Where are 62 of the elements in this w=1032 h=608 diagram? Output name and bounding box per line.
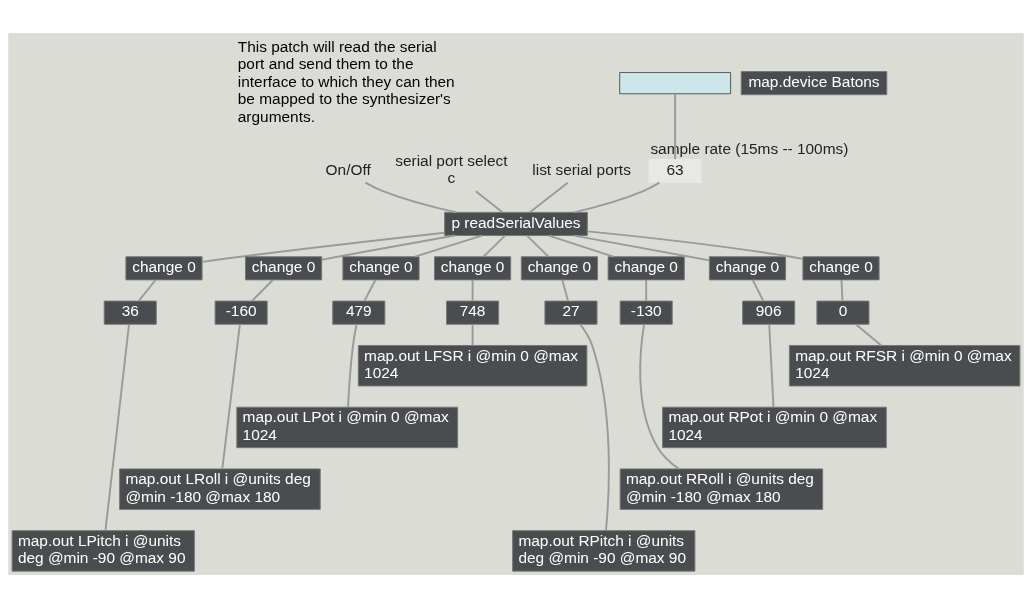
- connector: [572, 181, 661, 214]
- node-text: list serial ports: [532, 160, 631, 178]
- node-box: change 0: [245, 256, 323, 281]
- node-box: 748: [446, 300, 500, 325]
- node-box: map.out LPot i @min 0 @max 1024: [236, 406, 459, 449]
- node-box: change 0: [520, 256, 598, 281]
- connector: [840, 279, 844, 302]
- node-box: p readSerialValues: [444, 211, 588, 236]
- connector: [471, 323, 474, 347]
- connector: [528, 181, 569, 214]
- node-box: map.out RPot i @min 0 @max 1024: [662, 406, 887, 449]
- connector: [586, 230, 804, 260]
- node-box: 36: [103, 300, 157, 325]
- connector: [855, 323, 883, 347]
- connector: [347, 323, 358, 409]
- connector: [751, 279, 765, 302]
- connector: [137, 279, 157, 302]
- node-box: 63: [648, 158, 702, 183]
- connector: [639, 323, 680, 470]
- connector: [482, 234, 506, 258]
- node-box: map.out RFSR i @min 0 @max 1024: [788, 345, 1021, 387]
- connector: [474, 190, 504, 214]
- node-label: sample rate (15ms -- 100ms): [650, 140, 849, 158]
- node-box: change 0: [434, 256, 512, 281]
- connector: [364, 181, 458, 214]
- connector: [320, 234, 456, 261]
- node-box: change 0: [708, 256, 787, 281]
- connector: [471, 279, 474, 302]
- node-box: -160: [214, 300, 268, 325]
- node-box: map.out LRoll i @units deg @min -180 @max 180: [119, 468, 321, 510]
- connector: [201, 231, 446, 263]
- label: This patch will read the serial port and send them to the interface to which they can then be mapped to the synthesizer's arguments.: [237, 38, 455, 125]
- connector: [768, 323, 775, 408]
- connector: [573, 234, 711, 262]
- node-box: change 0: [802, 256, 880, 281]
- connector: [104, 323, 130, 532]
- node-box: 27: [544, 300, 598, 325]
- connector: [645, 279, 648, 302]
- node-text: serial port select c: [395, 151, 508, 187]
- connector: [221, 323, 241, 470]
- node-box: map.out RRoll i @units deg @min -180 @max 180: [619, 468, 824, 510]
- node-box: change 0: [125, 256, 203, 281]
- node-box: -130: [619, 300, 673, 325]
- connector: [526, 234, 550, 258]
- connector: [414, 234, 483, 258]
- connector: [674, 93, 677, 161]
- node-box: map.out LFSR i @min 0 @max 1024: [357, 345, 588, 387]
- node-box: 0: [816, 300, 870, 325]
- node-box: change 0: [342, 256, 420, 281]
- node-box: 479: [332, 300, 386, 325]
- node-box: map.device Batons: [740, 71, 888, 96]
- connector: [547, 234, 615, 258]
- node-box: map.out LPitch i @units deg @min -90 @max 90: [11, 530, 195, 572]
- node-bar: [619, 72, 732, 95]
- connector: [561, 279, 569, 302]
- connector: [579, 323, 610, 532]
- connector: [251, 279, 274, 302]
- node-text: On/Off: [325, 160, 371, 178]
- node-box: 906: [742, 300, 796, 325]
- node-box: map.out RPitch i @units deg @min -90 @max 90: [512, 530, 696, 572]
- node-box: change 0: [607, 256, 685, 281]
- connector: [363, 279, 377, 302]
